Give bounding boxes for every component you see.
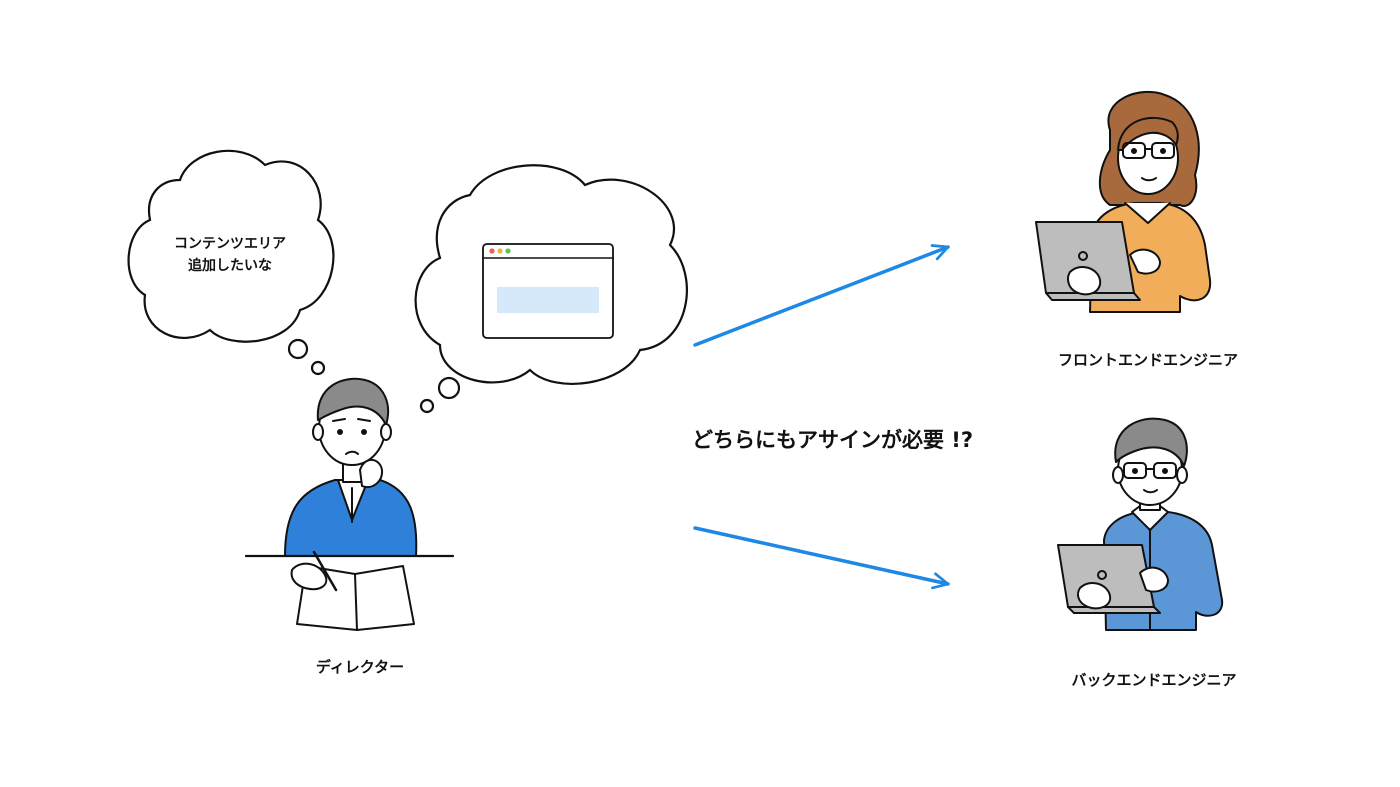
window-dot-green bbox=[505, 248, 511, 254]
question-text: どちらにもアサインが必要 !? bbox=[692, 428, 974, 452]
window-dot-yellow bbox=[497, 248, 503, 254]
window-dot-red bbox=[489, 248, 495, 254]
arrow-to-backend bbox=[693, 526, 950, 590]
browser-window-icon bbox=[482, 243, 614, 339]
thought-line-1: コンテンツエリア bbox=[174, 236, 286, 252]
thought-cloud-left bbox=[127, 149, 335, 376]
director-figure bbox=[244, 377, 455, 631]
thought-line-2: 追加したいな bbox=[188, 258, 272, 274]
thought-text: コンテンツエリア 追加したいな bbox=[160, 233, 300, 277]
arrow-to-frontend bbox=[693, 244, 950, 347]
backend-engineer-figure bbox=[1057, 417, 1224, 631]
frontend-engineer-figure bbox=[1035, 90, 1212, 313]
label-backend: バックエンドエンジニア bbox=[1071, 671, 1237, 689]
label-director: ディレクター bbox=[315, 658, 405, 676]
label-frontend: フロントエンドエンジニア bbox=[1057, 351, 1238, 369]
content-area-placeholder bbox=[497, 287, 599, 313]
